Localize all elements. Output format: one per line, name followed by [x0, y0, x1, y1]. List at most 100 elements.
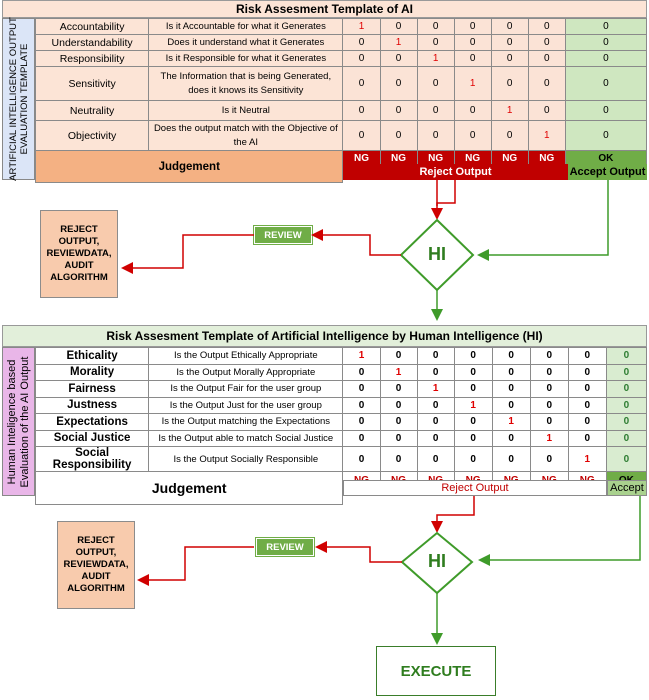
- criterion-description: Is it Responsible for what it Generates: [148, 50, 344, 67]
- flow1-arrow-to-reject-box: [121, 234, 254, 274]
- score-cell: 0: [416, 18, 455, 35]
- execute-button[interactable]: EXECUTE: [376, 646, 496, 696]
- score-cell: 1: [527, 120, 566, 151]
- template1-title: Risk Assesment Template of AI: [2, 0, 647, 18]
- score-cell: 0: [490, 50, 529, 67]
- score-cell: 1: [416, 380, 455, 398]
- score-cell: 0: [529, 363, 569, 381]
- score-cell: 0: [416, 429, 455, 447]
- score-cell: 0: [453, 363, 493, 381]
- total-score: 0: [564, 100, 648, 121]
- score-cell: 0: [567, 347, 607, 365]
- flow2-hi-label: HI: [428, 551, 446, 571]
- score-cell: 1: [379, 34, 418, 51]
- score-cell: 1: [529, 429, 569, 447]
- score-cell: 0: [567, 363, 607, 381]
- score-cell: 0: [527, 34, 566, 51]
- score-cell: 0: [416, 413, 455, 431]
- ng-label: NG: [342, 150, 381, 167]
- template2-side-text: Human Inteligence based Evaluation of th…: [5, 356, 31, 487]
- score-cell: 0: [453, 100, 492, 121]
- score-cell: 0: [379, 446, 418, 472]
- score-cell: 0: [490, 18, 529, 35]
- score-cell: 0: [453, 50, 492, 67]
- score-cell: 1: [379, 363, 418, 381]
- flow1-arrow-accept: [477, 180, 609, 261]
- ng-label: NG: [379, 150, 418, 167]
- score-cell: 0: [342, 50, 381, 67]
- total-score: 0: [564, 120, 648, 151]
- criterion-description: Is the Output Ethically Appropriate: [148, 347, 344, 365]
- score-cell: 0: [567, 413, 607, 431]
- score-cell: 0: [453, 347, 493, 365]
- score-cell: 0: [567, 396, 607, 414]
- criterion-description: Is the Output Just for the user group: [148, 396, 344, 414]
- score-cell: 0: [342, 396, 381, 414]
- score-cell: 0: [342, 66, 381, 101]
- score-cell: 0: [342, 120, 381, 151]
- template2-side-label: Human Inteligence based Evaluation of th…: [2, 347, 35, 496]
- flow1-arrow-reject: [431, 180, 456, 220]
- score-cell: 1: [453, 66, 492, 101]
- criterion-name: Ethicality: [34, 347, 150, 365]
- score-cell: 0: [529, 347, 569, 365]
- score-cell: 0: [491, 380, 531, 398]
- criterion-description: Is the Output Socially Responsible: [148, 446, 344, 472]
- score-cell: 0: [379, 347, 418, 365]
- flow1-reject-box: REJECT OUTPUT, REVIEWDATA, AUDIT ALGORIT…: [40, 210, 118, 298]
- score-cell: 0: [491, 347, 531, 365]
- total-score: 0: [605, 429, 648, 447]
- criterion-description: The Information that is being Generated,…: [148, 66, 344, 101]
- score-cell: 0: [453, 429, 493, 447]
- criterion-name: Neutrality: [34, 100, 150, 121]
- score-cell: 1: [342, 347, 381, 365]
- flow2-reject-text: REJECT OUTPUT, REVIEWDATA, AUDIT ALGORIT…: [63, 535, 129, 594]
- criterion-name: Objectivity: [34, 120, 150, 151]
- total-score: 0: [605, 396, 648, 414]
- criterion-name: Sensitivity: [34, 66, 150, 101]
- score-cell: 1: [453, 396, 493, 414]
- score-cell: 0: [416, 66, 455, 101]
- score-cell: 0: [567, 380, 607, 398]
- ng-label: NG: [527, 150, 566, 167]
- total-score: 0: [605, 380, 648, 398]
- criterion-description: Is the Output Morally Appropriate: [148, 363, 344, 381]
- criterion-name: Social Responsibility: [34, 446, 150, 472]
- score-cell: 0: [379, 18, 418, 35]
- template1-accept-output: Accept Output: [568, 164, 647, 180]
- score-cell: 0: [416, 446, 455, 472]
- criterion-name: Justness: [34, 396, 150, 414]
- score-cell: 0: [416, 120, 455, 151]
- criterion-name: Morality: [34, 363, 150, 381]
- criterion-description: Is the Output able to match Social Justi…: [148, 429, 344, 447]
- flow2-review-button[interactable]: REVIEW: [256, 538, 314, 556]
- template2-title: Risk Assesment Template of Artificial In…: [2, 325, 647, 347]
- score-cell: 0: [453, 446, 493, 472]
- score-cell: 0: [490, 120, 529, 151]
- score-cell: 0: [342, 429, 381, 447]
- score-cell: 0: [342, 380, 381, 398]
- criterion-name: Fairness: [34, 380, 150, 398]
- score-cell: 0: [529, 380, 569, 398]
- score-cell: 1: [491, 413, 531, 431]
- criterion-description: Is the Output Fair for the user group: [148, 380, 344, 398]
- score-cell: 0: [379, 429, 418, 447]
- total-score: 0: [605, 446, 648, 472]
- total-score: 0: [605, 347, 648, 365]
- criterion-description: Is it Neutral: [148, 100, 344, 121]
- score-cell: 0: [379, 66, 418, 101]
- score-cell: 0: [453, 413, 493, 431]
- criterion-description: Does the output match with the Objective…: [148, 120, 344, 151]
- total-score: 0: [605, 363, 648, 381]
- score-cell: 0: [453, 380, 493, 398]
- score-cell: 0: [379, 413, 418, 431]
